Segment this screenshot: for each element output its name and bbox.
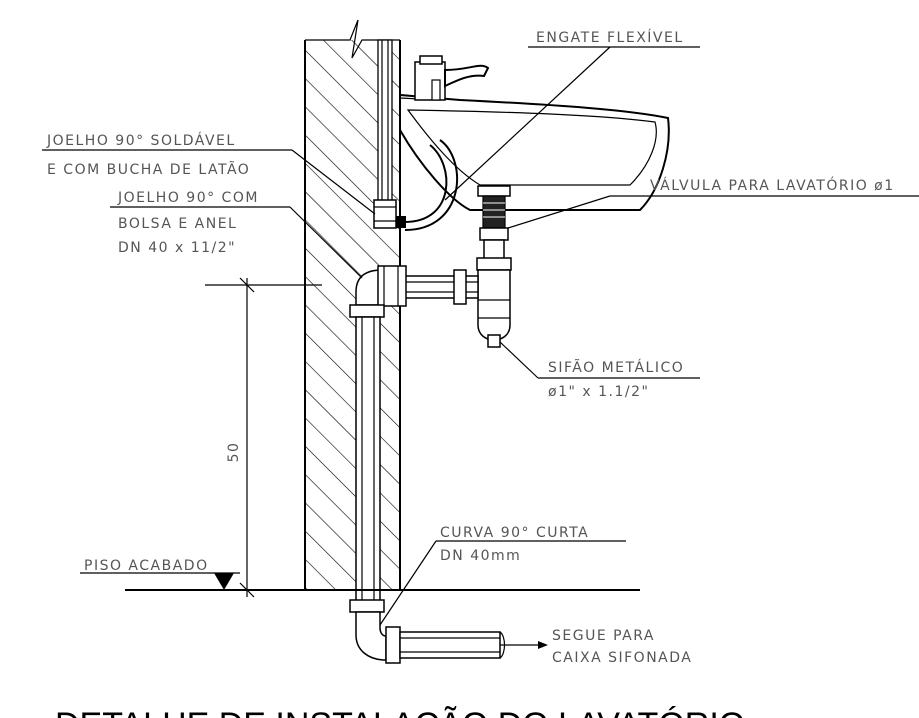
joelho-bolsa-label-3: DN 40 x 11/2" <box>118 240 236 256</box>
dimension-value: 50 <box>226 442 242 463</box>
joelho-soldavel-label-2: E COM BUCHA DE LATÃO <box>47 161 250 178</box>
callout-curva: CURVA 90° CURTA DN 40mm <box>379 525 626 626</box>
callout-valvula: VÁLVULA PARA LAVATÓRIO ø1 <box>507 176 919 229</box>
joelho-soldavel-label-1: JOELHO 90° SOLDÁVEL <box>46 132 236 149</box>
callout-joelho-soldavel: JOELHO 90° SOLDÁVEL E COM BUCHA DE LATÃO <box>42 132 376 215</box>
trap <box>399 239 512 348</box>
sifao-label-1: SIFÃO METÁLICO <box>548 359 684 376</box>
valvula-label: VÁLVULA PARA LAVATÓRIO ø1 <box>650 176 895 194</box>
dimension-50: 50 <box>205 277 322 598</box>
callout-segue: SEGUE PARA CAIXA SIFONADA <box>500 628 692 666</box>
curva-label-2: DN 40mm <box>440 548 521 564</box>
finished-floor-marker: PISO ACABADO <box>80 558 240 590</box>
washbasin <box>399 93 670 211</box>
piso-label: PISO ACABADO <box>84 558 209 574</box>
joelho-bolsa-label-1: JOELHO 90° COM <box>117 190 259 206</box>
sink-drain-valve <box>477 185 511 241</box>
segue-label-2: CAIXA SIFONADA <box>552 650 692 666</box>
curva-label-1: CURVA 90° CURTA <box>440 525 589 541</box>
drawing-title: DETALHE DE INSTALAÇÃO DO LAVATÓRIO <box>55 706 745 718</box>
callout-sifao: SIFÃO METÁLICO ø1" x 1.1/2" <box>499 341 700 400</box>
joelho-bolsa-label-2: BOLSA E ANEL <box>118 216 237 232</box>
callout-joelho-bolsa: JOELHO 90° COM BOLSA E ANEL DN 40 x 11/2… <box>110 190 363 279</box>
flexible-hose <box>404 139 459 231</box>
faucet <box>414 55 490 101</box>
drain-pipe <box>349 265 506 664</box>
sifao-label-2: ø1" x 1.1/2" <box>548 384 649 400</box>
engate-label: ENGATE FLEXÍVEL <box>536 29 684 46</box>
supply-pipe <box>373 39 406 229</box>
callout-engate: ENGATE FLEXÍVEL <box>444 29 700 201</box>
segue-label-1: SEGUE PARA <box>552 628 655 644</box>
